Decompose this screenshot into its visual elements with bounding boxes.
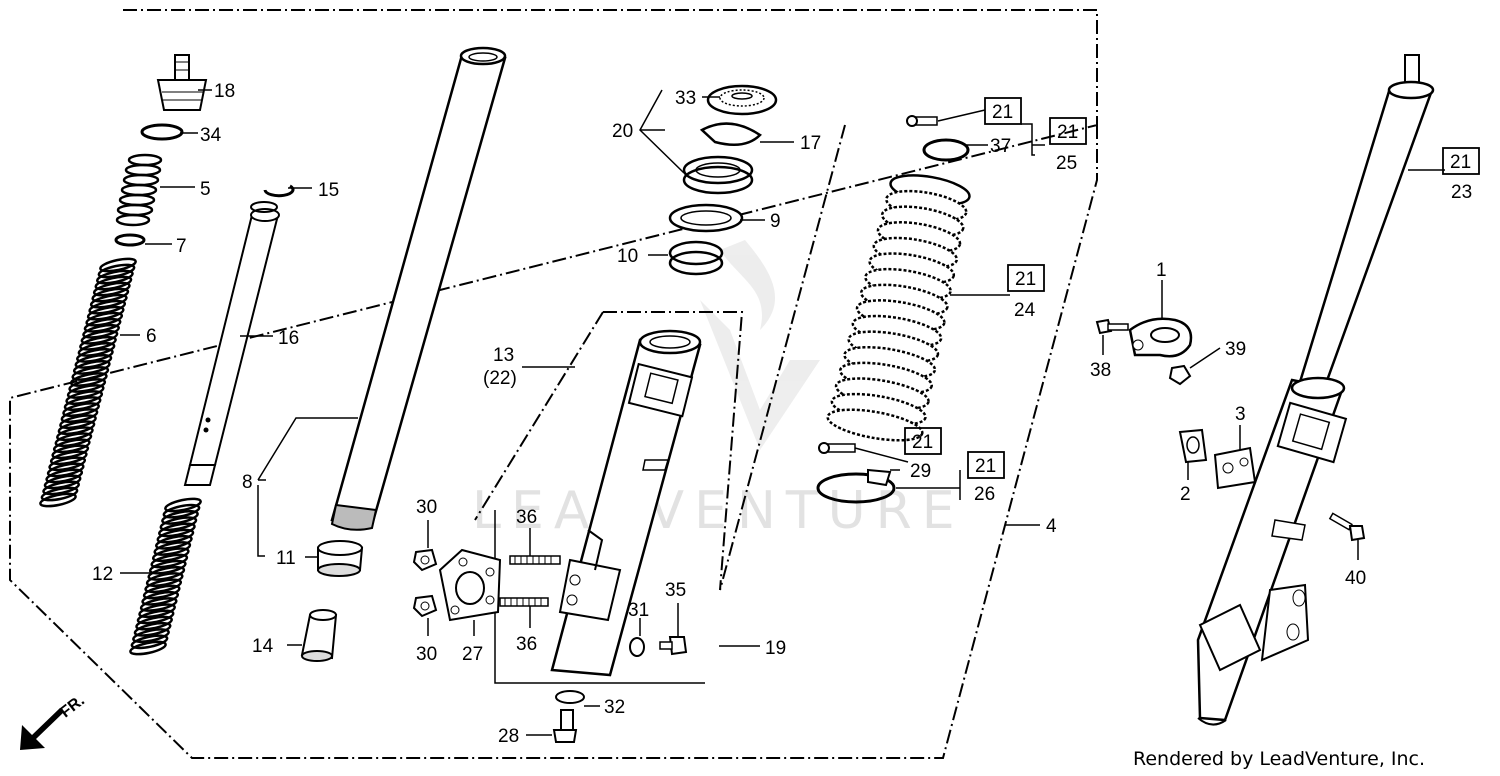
part-label-40: 40 (1345, 568, 1366, 589)
short-spring (115, 153, 163, 227)
part-label-14: 14 (252, 636, 274, 657)
part-label-9: 9 (770, 211, 781, 232)
o-ring (140, 123, 184, 141)
fork-main-spring (39, 257, 137, 508)
part-label-6: 6 (146, 326, 157, 347)
ref-box-21-b: 21 (1057, 122, 1078, 143)
boot-band-upper (922, 138, 970, 162)
front-label: FR. (57, 692, 88, 721)
part-label-5: 5 (200, 179, 211, 200)
slide-bushing (317, 540, 364, 577)
slider-bushing (668, 240, 724, 276)
boot-band-lower (816, 468, 896, 504)
ref-box-21-e: 21 (975, 456, 996, 477)
stopper-ring (699, 122, 762, 147)
watermark-logo (700, 240, 820, 450)
axle-holder-nut-lower (412, 594, 438, 618)
damper-rod (183, 201, 280, 486)
part-label-31: 31 (628, 600, 649, 621)
reference-boxes (904, 97, 1480, 479)
reference-brackets (1021, 123, 1035, 156)
ref-box-21-d: 21 (912, 432, 933, 453)
hose-clamp (1128, 317, 1193, 358)
part-label-26: 26 (974, 484, 995, 505)
part-label-7: 7 (176, 236, 187, 257)
part-label-13: 13 (493, 345, 514, 366)
rebound-spring (129, 497, 202, 656)
part-label-37: 37 (990, 136, 1011, 157)
stay-bolt (1328, 512, 1366, 542)
part-labels: 18 34 5 7 6 15 16 8 11 12 14 33 20 17 9 … (92, 81, 1472, 747)
drain-washer (629, 637, 645, 657)
socket-bolt-washer (555, 690, 585, 704)
oil-seal (682, 155, 754, 195)
axle-holder (438, 548, 502, 622)
clamp-bolt (1095, 318, 1129, 335)
part-label-38: 38 (1090, 360, 1111, 381)
part-label-17: 17 (800, 133, 821, 154)
dust-seal (706, 84, 778, 116)
clamp-nut (1168, 364, 1192, 386)
fork-cap-bolt (156, 54, 208, 111)
part-label-3: 3 (1235, 404, 1246, 425)
part-label-16: 16 (278, 328, 299, 349)
part-label-2: 2 (1180, 484, 1191, 505)
stud-bolt-lower (499, 597, 549, 607)
part-label-8: 8 (242, 472, 253, 493)
part-label-35: 35 (665, 580, 686, 601)
ref-box-21-f: 21 (1450, 152, 1471, 173)
slider-frame-left (474, 311, 604, 521)
brake-hose-stay (1213, 446, 1257, 490)
part-label-34: 34 (200, 125, 222, 146)
watermark-text: LEADVENTURE (472, 481, 965, 541)
part-label-12: 12 (92, 564, 113, 585)
part-label-24: 24 (1014, 300, 1036, 321)
inner-frame-line (719, 124, 846, 591)
part-label-28: 28 (498, 726, 519, 747)
part-label-23: 23 (1451, 182, 1472, 203)
leader-lines (120, 89, 1445, 736)
fork-inner-tube (330, 46, 507, 531)
brake-hose-guide (1178, 428, 1208, 464)
part-label-36-lower: 36 (516, 634, 537, 655)
ref-box-21-a: 21 (992, 102, 1013, 123)
part-label-30-lower: 30 (416, 644, 437, 665)
fork-slider (550, 329, 702, 677)
part-label-36-upper: 36 (516, 507, 537, 528)
render-credit: Rendered by LeadVenture, Inc. (1133, 748, 1425, 770)
slider-frame (603, 311, 744, 591)
ref-box-21-c: 21 (1015, 269, 1036, 290)
part-label-25: 25 (1056, 153, 1077, 174)
part-label-39: 39 (1225, 339, 1246, 360)
stud-bolt-upper (509, 555, 561, 565)
assembly-frame (9, 9, 1098, 759)
part-label-19: 19 (765, 638, 786, 659)
part-label-4: 4 (1046, 516, 1057, 537)
part-label-1: 1 (1156, 260, 1167, 281)
part-label-27: 27 (462, 644, 483, 665)
back-up-ring (668, 203, 744, 233)
part-label-10: 10 (617, 246, 638, 267)
oil-lock-piece (300, 609, 338, 662)
part-label-18: 18 (214, 81, 235, 102)
complete-fork-assembly (1196, 54, 1435, 726)
part-label-32: 32 (604, 697, 625, 718)
part-label-20: 20 (612, 121, 633, 142)
spring-seat-washer (114, 233, 146, 247)
socket-bolt (552, 709, 578, 743)
part-label-11: 11 (276, 548, 296, 569)
part-label-29: 29 (910, 461, 931, 482)
part-label-15: 15 (318, 180, 339, 201)
part-label-33: 33 (675, 88, 696, 109)
boot-clamp-screw-upper (906, 115, 938, 127)
fork-boot (826, 174, 971, 442)
front-direction-arrow: FR. (20, 692, 88, 750)
drain-bolt (659, 636, 688, 656)
part-label-22: (22) (483, 368, 517, 389)
part-label-30-upper: 30 (416, 497, 437, 518)
axle-holder-nut-upper (412, 548, 438, 572)
boot-clamp-screw-lower (818, 442, 856, 454)
